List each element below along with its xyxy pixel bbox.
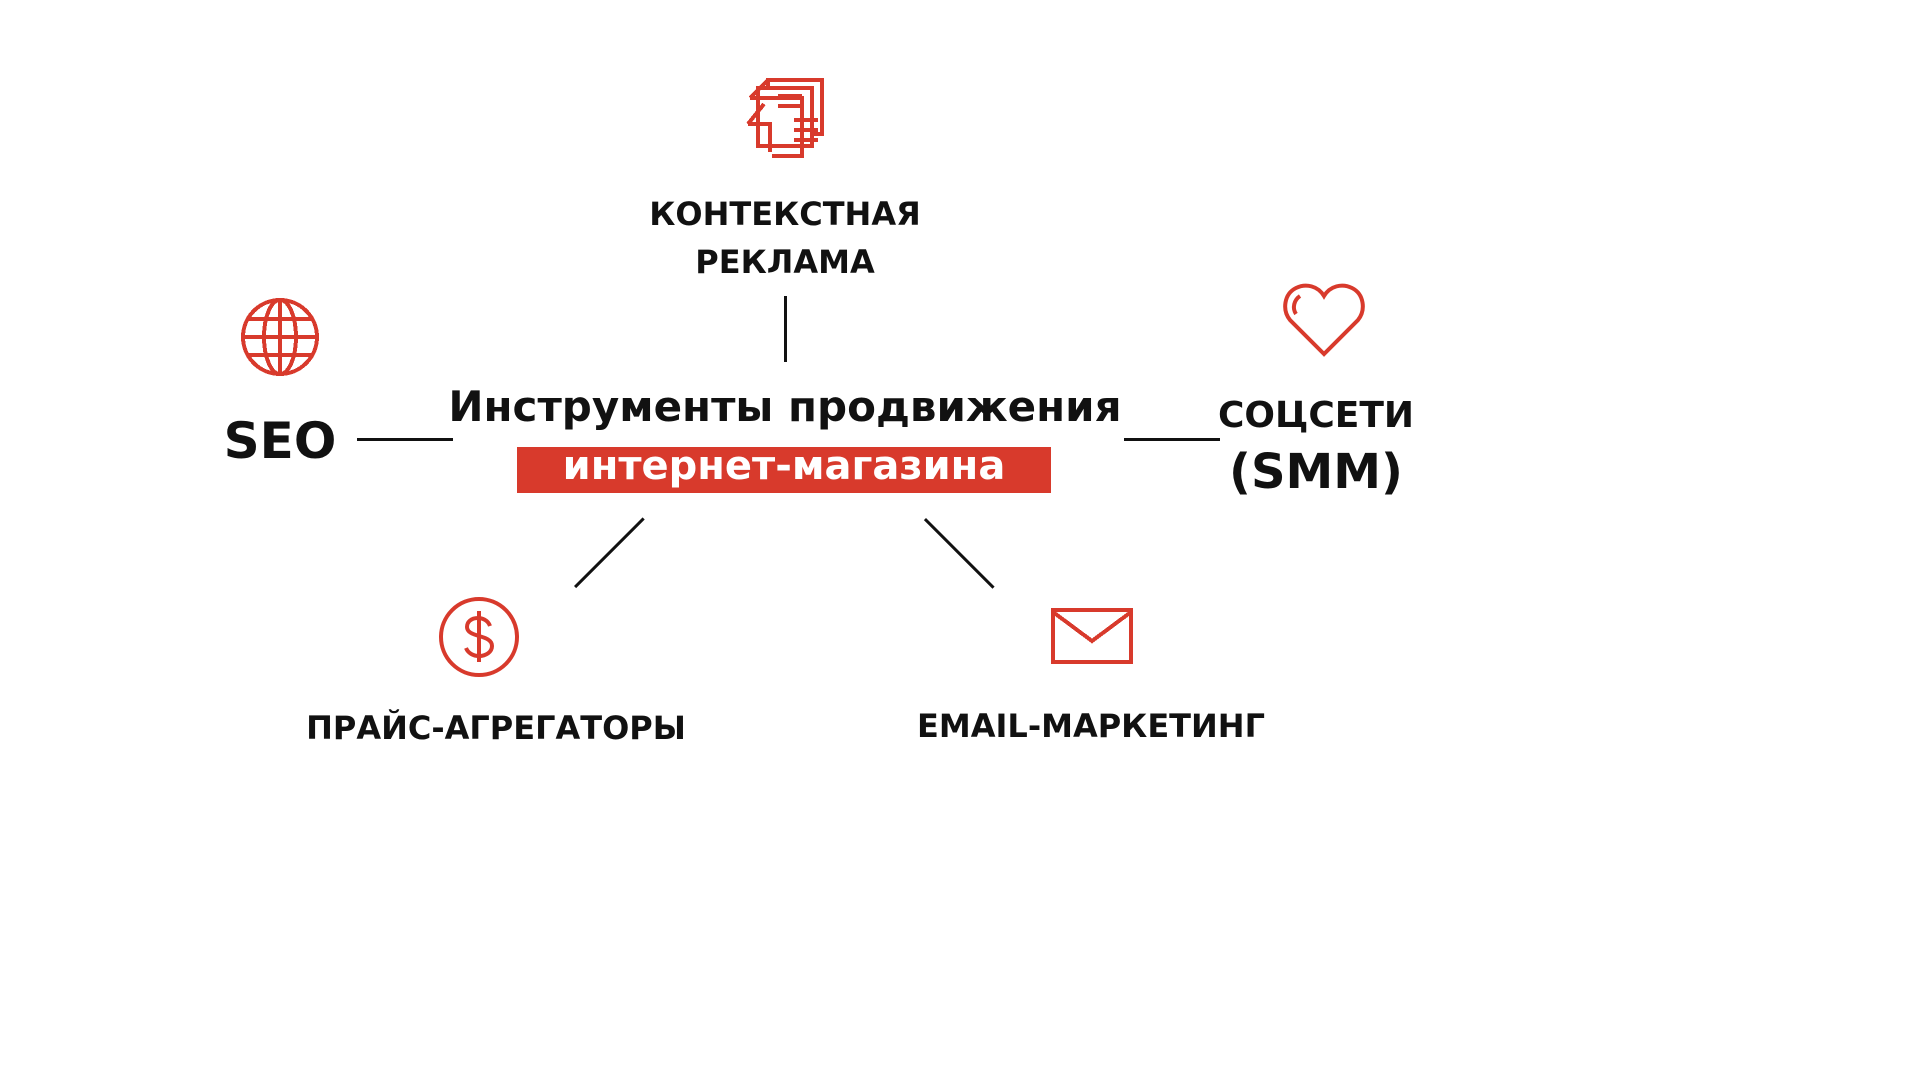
connector-right <box>1124 438 1220 441</box>
email-marketing-label: EMAIL-МАРКЕТИНГ <box>917 707 1265 745</box>
context-ads-label: КОНТЕКСТНАЯ РЕКЛАМА <box>585 190 985 286</box>
connector-left <box>357 438 453 441</box>
heart-icon <box>1282 280 1366 360</box>
smm-line1: СОЦСЕТИ <box>1217 395 1415 436</box>
smm-label: СОЦСЕТИ (SMM) <box>1205 390 1427 502</box>
globe-icon <box>238 295 322 379</box>
center-title: Инструменты продвижения <box>448 382 1122 431</box>
price-aggregators-label: ПРАЙС-АГРЕГАТОРЫ <box>306 709 686 747</box>
connector-bottom-left <box>574 517 645 589</box>
context-ads-line1: КОНТЕКСТНАЯ <box>649 195 921 233</box>
notepad-icon <box>742 76 832 162</box>
smm-line2: (SMM) <box>1229 444 1403 500</box>
dollar-coin-icon <box>436 594 522 680</box>
center-highlight: интернет-магазина <box>517 446 1051 493</box>
seo-label: SEO <box>223 412 337 470</box>
context-ads-line2: РЕКЛАМА <box>695 243 875 281</box>
envelope-icon <box>1050 607 1134 665</box>
connector-top <box>784 296 787 362</box>
connector-bottom-right <box>923 518 995 589</box>
